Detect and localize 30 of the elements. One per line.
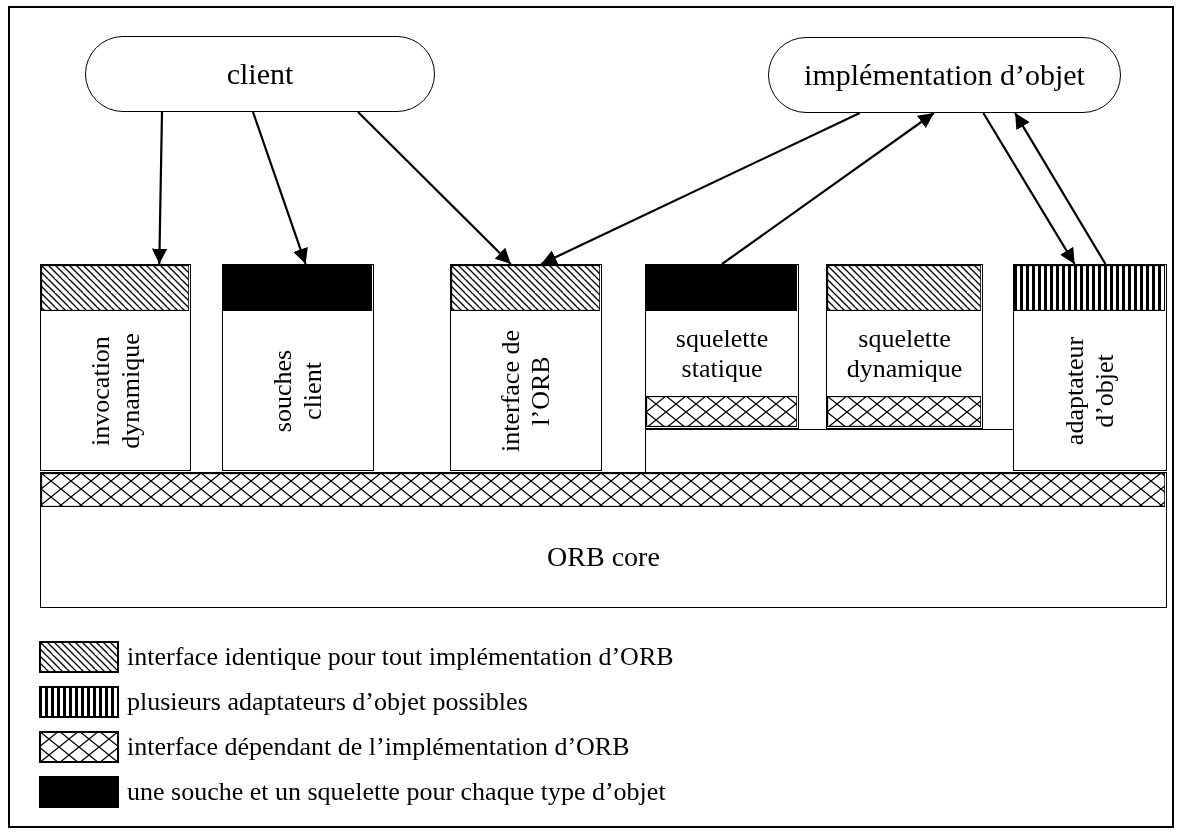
node-label: squelette statique bbox=[674, 324, 770, 384]
node-label: squelette dynamique bbox=[845, 324, 964, 384]
component-column bbox=[645, 264, 799, 429]
arrow bbox=[540, 112, 861, 265]
node-label: adaptateur d’objet bbox=[1060, 335, 1120, 447]
component-column bbox=[40, 264, 191, 471]
component-column bbox=[826, 264, 983, 429]
legend-label: interface dépendant de l’implémentation d’ORB bbox=[127, 734, 630, 760]
component-column bbox=[1013, 264, 1167, 471]
crosshatch-band bbox=[646, 396, 798, 428]
arrow bbox=[251, 111, 308, 265]
legend-label: interface identique pour tout implémentation d’ORB bbox=[127, 644, 674, 670]
arrow bbox=[1014, 112, 1107, 265]
node-label: invocation dynamique bbox=[85, 331, 146, 451]
node-label: interface de l’ORB bbox=[496, 328, 556, 453]
arrow bbox=[151, 112, 168, 264]
arrow bbox=[357, 111, 512, 265]
arrow bbox=[982, 112, 1076, 265]
legend-label: plusieurs adaptateurs d’objet possibles bbox=[127, 689, 528, 715]
component-column bbox=[450, 264, 602, 471]
crosshatch-band bbox=[827, 396, 982, 428]
arrow bbox=[721, 112, 935, 265]
node-label: implémentation d’objet bbox=[804, 60, 1085, 90]
node-label: client bbox=[226, 59, 294, 89]
component-column bbox=[222, 264, 374, 471]
crosshatch-band bbox=[41, 473, 1166, 507]
core-box bbox=[40, 472, 1167, 608]
legend-label: une souche et un squelette pour chaque type d’objet bbox=[127, 779, 666, 805]
node-label: souches client bbox=[268, 348, 328, 434]
node-label: ORB core bbox=[547, 543, 660, 571]
